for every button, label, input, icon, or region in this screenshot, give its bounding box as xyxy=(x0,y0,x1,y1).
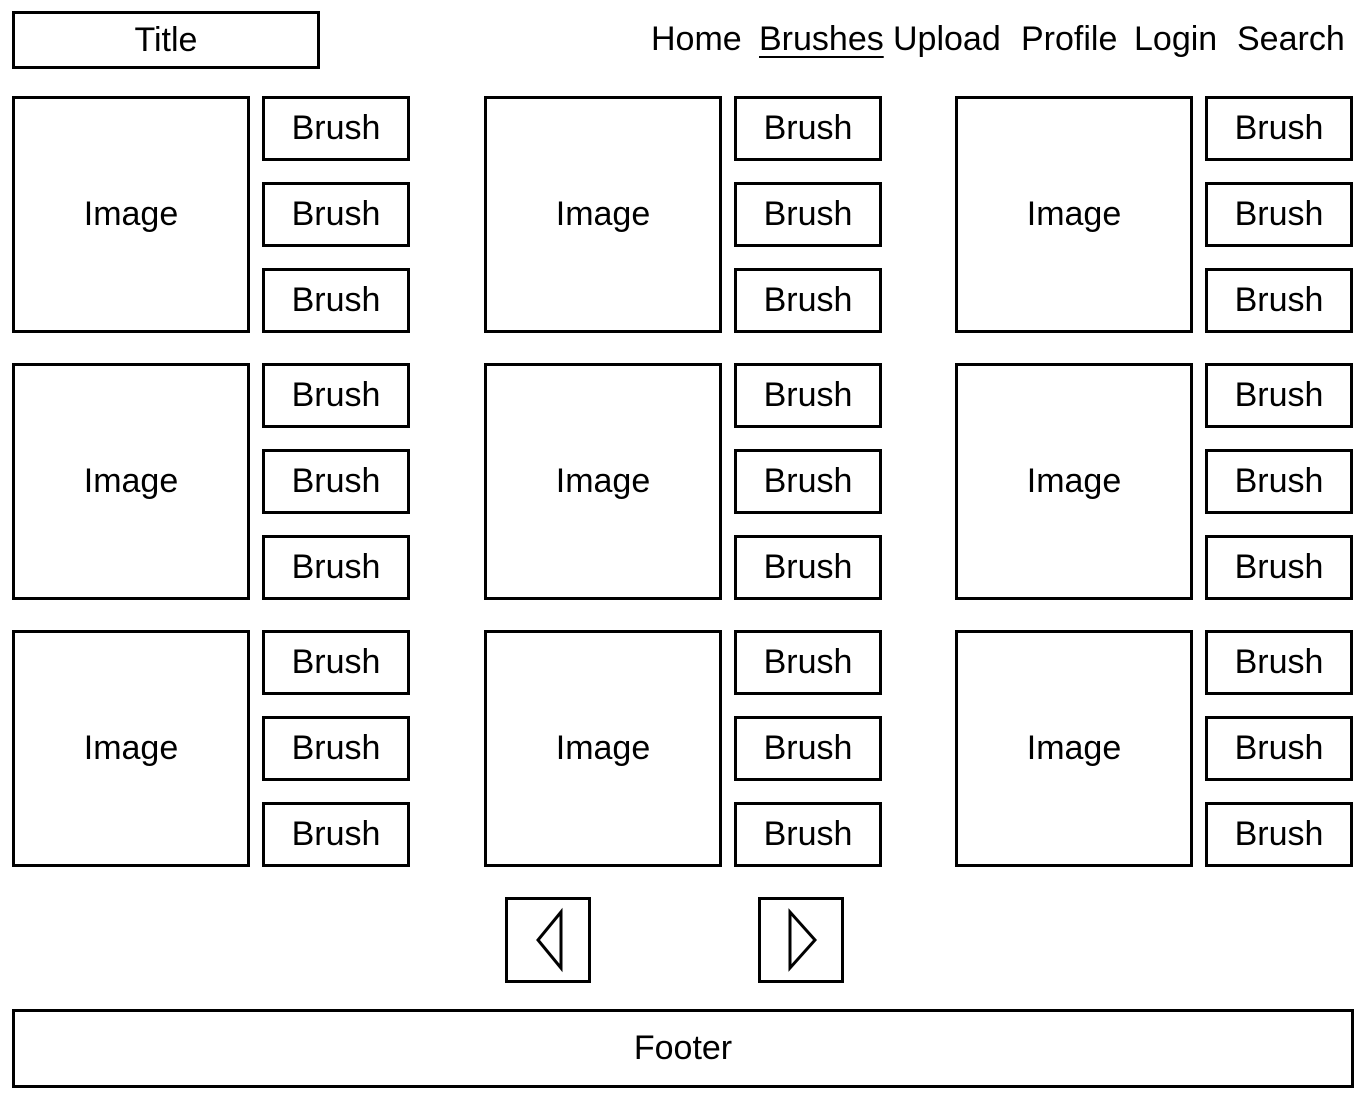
brush-button[interactable]: Brush xyxy=(262,268,410,333)
nav-brushes[interactable]: Brushes xyxy=(759,20,884,58)
brush-button[interactable]: Brush xyxy=(262,363,410,428)
brush-button[interactable]: Brush xyxy=(262,535,410,600)
card-image[interactable]: Image xyxy=(484,630,722,867)
brush-button[interactable]: Brush xyxy=(734,449,882,514)
brush-button[interactable]: Brush xyxy=(262,96,410,161)
brush-button[interactable]: Brush xyxy=(1205,268,1353,333)
triangle-left-icon xyxy=(536,907,563,973)
card-image[interactable]: Image xyxy=(955,363,1193,600)
site-footer: Footer xyxy=(12,1009,1354,1088)
brush-button[interactable]: Brush xyxy=(1205,802,1353,867)
brush-button[interactable]: Brush xyxy=(734,363,882,428)
brush-button[interactable]: Brush xyxy=(262,716,410,781)
triangle-right-icon xyxy=(788,908,818,972)
main-nav: Home Brushes Upload Profile Login Search xyxy=(0,16,1366,62)
site-title: Title xyxy=(12,11,320,69)
card-image[interactable]: Image xyxy=(12,630,250,867)
nav-upload[interactable]: Upload xyxy=(893,20,1001,58)
brush-button[interactable]: Brush xyxy=(1205,535,1353,600)
card-image[interactable]: Image xyxy=(955,630,1193,867)
brush-button[interactable]: Brush xyxy=(262,449,410,514)
card-image[interactable]: Image xyxy=(955,96,1193,333)
brush-button[interactable]: Brush xyxy=(1205,182,1353,247)
brush-button[interactable]: Brush xyxy=(262,802,410,867)
nav-login[interactable]: Login xyxy=(1134,20,1218,58)
nav-profile[interactable]: Profile xyxy=(1021,20,1118,58)
brush-button[interactable]: Brush xyxy=(734,268,882,333)
card-image[interactable]: Image xyxy=(484,96,722,333)
brush-button[interactable]: Brush xyxy=(1205,96,1353,161)
brush-button[interactable]: Brush xyxy=(1205,363,1353,428)
brush-button[interactable]: Brush xyxy=(1205,630,1353,695)
brush-button[interactable]: Brush xyxy=(262,182,410,247)
brush-button[interactable]: Brush xyxy=(734,802,882,867)
brush-button[interactable]: Brush xyxy=(262,630,410,695)
brush-button[interactable]: Brush xyxy=(734,535,882,600)
brush-button[interactable]: Brush xyxy=(734,182,882,247)
next-page-button[interactable] xyxy=(758,897,844,983)
nav-home[interactable]: Home xyxy=(651,20,742,58)
brush-button[interactable]: Brush xyxy=(1205,716,1353,781)
brush-button[interactable]: Brush xyxy=(1205,449,1353,514)
brush-button[interactable]: Brush xyxy=(734,716,882,781)
brush-button[interactable]: Brush xyxy=(734,630,882,695)
brush-button[interactable]: Brush xyxy=(734,96,882,161)
nav-search[interactable]: Search xyxy=(1237,20,1345,58)
prev-page-button[interactable] xyxy=(505,897,591,983)
card-image[interactable]: Image xyxy=(484,363,722,600)
card-image[interactable]: Image xyxy=(12,363,250,600)
card-image[interactable]: Image xyxy=(12,96,250,333)
